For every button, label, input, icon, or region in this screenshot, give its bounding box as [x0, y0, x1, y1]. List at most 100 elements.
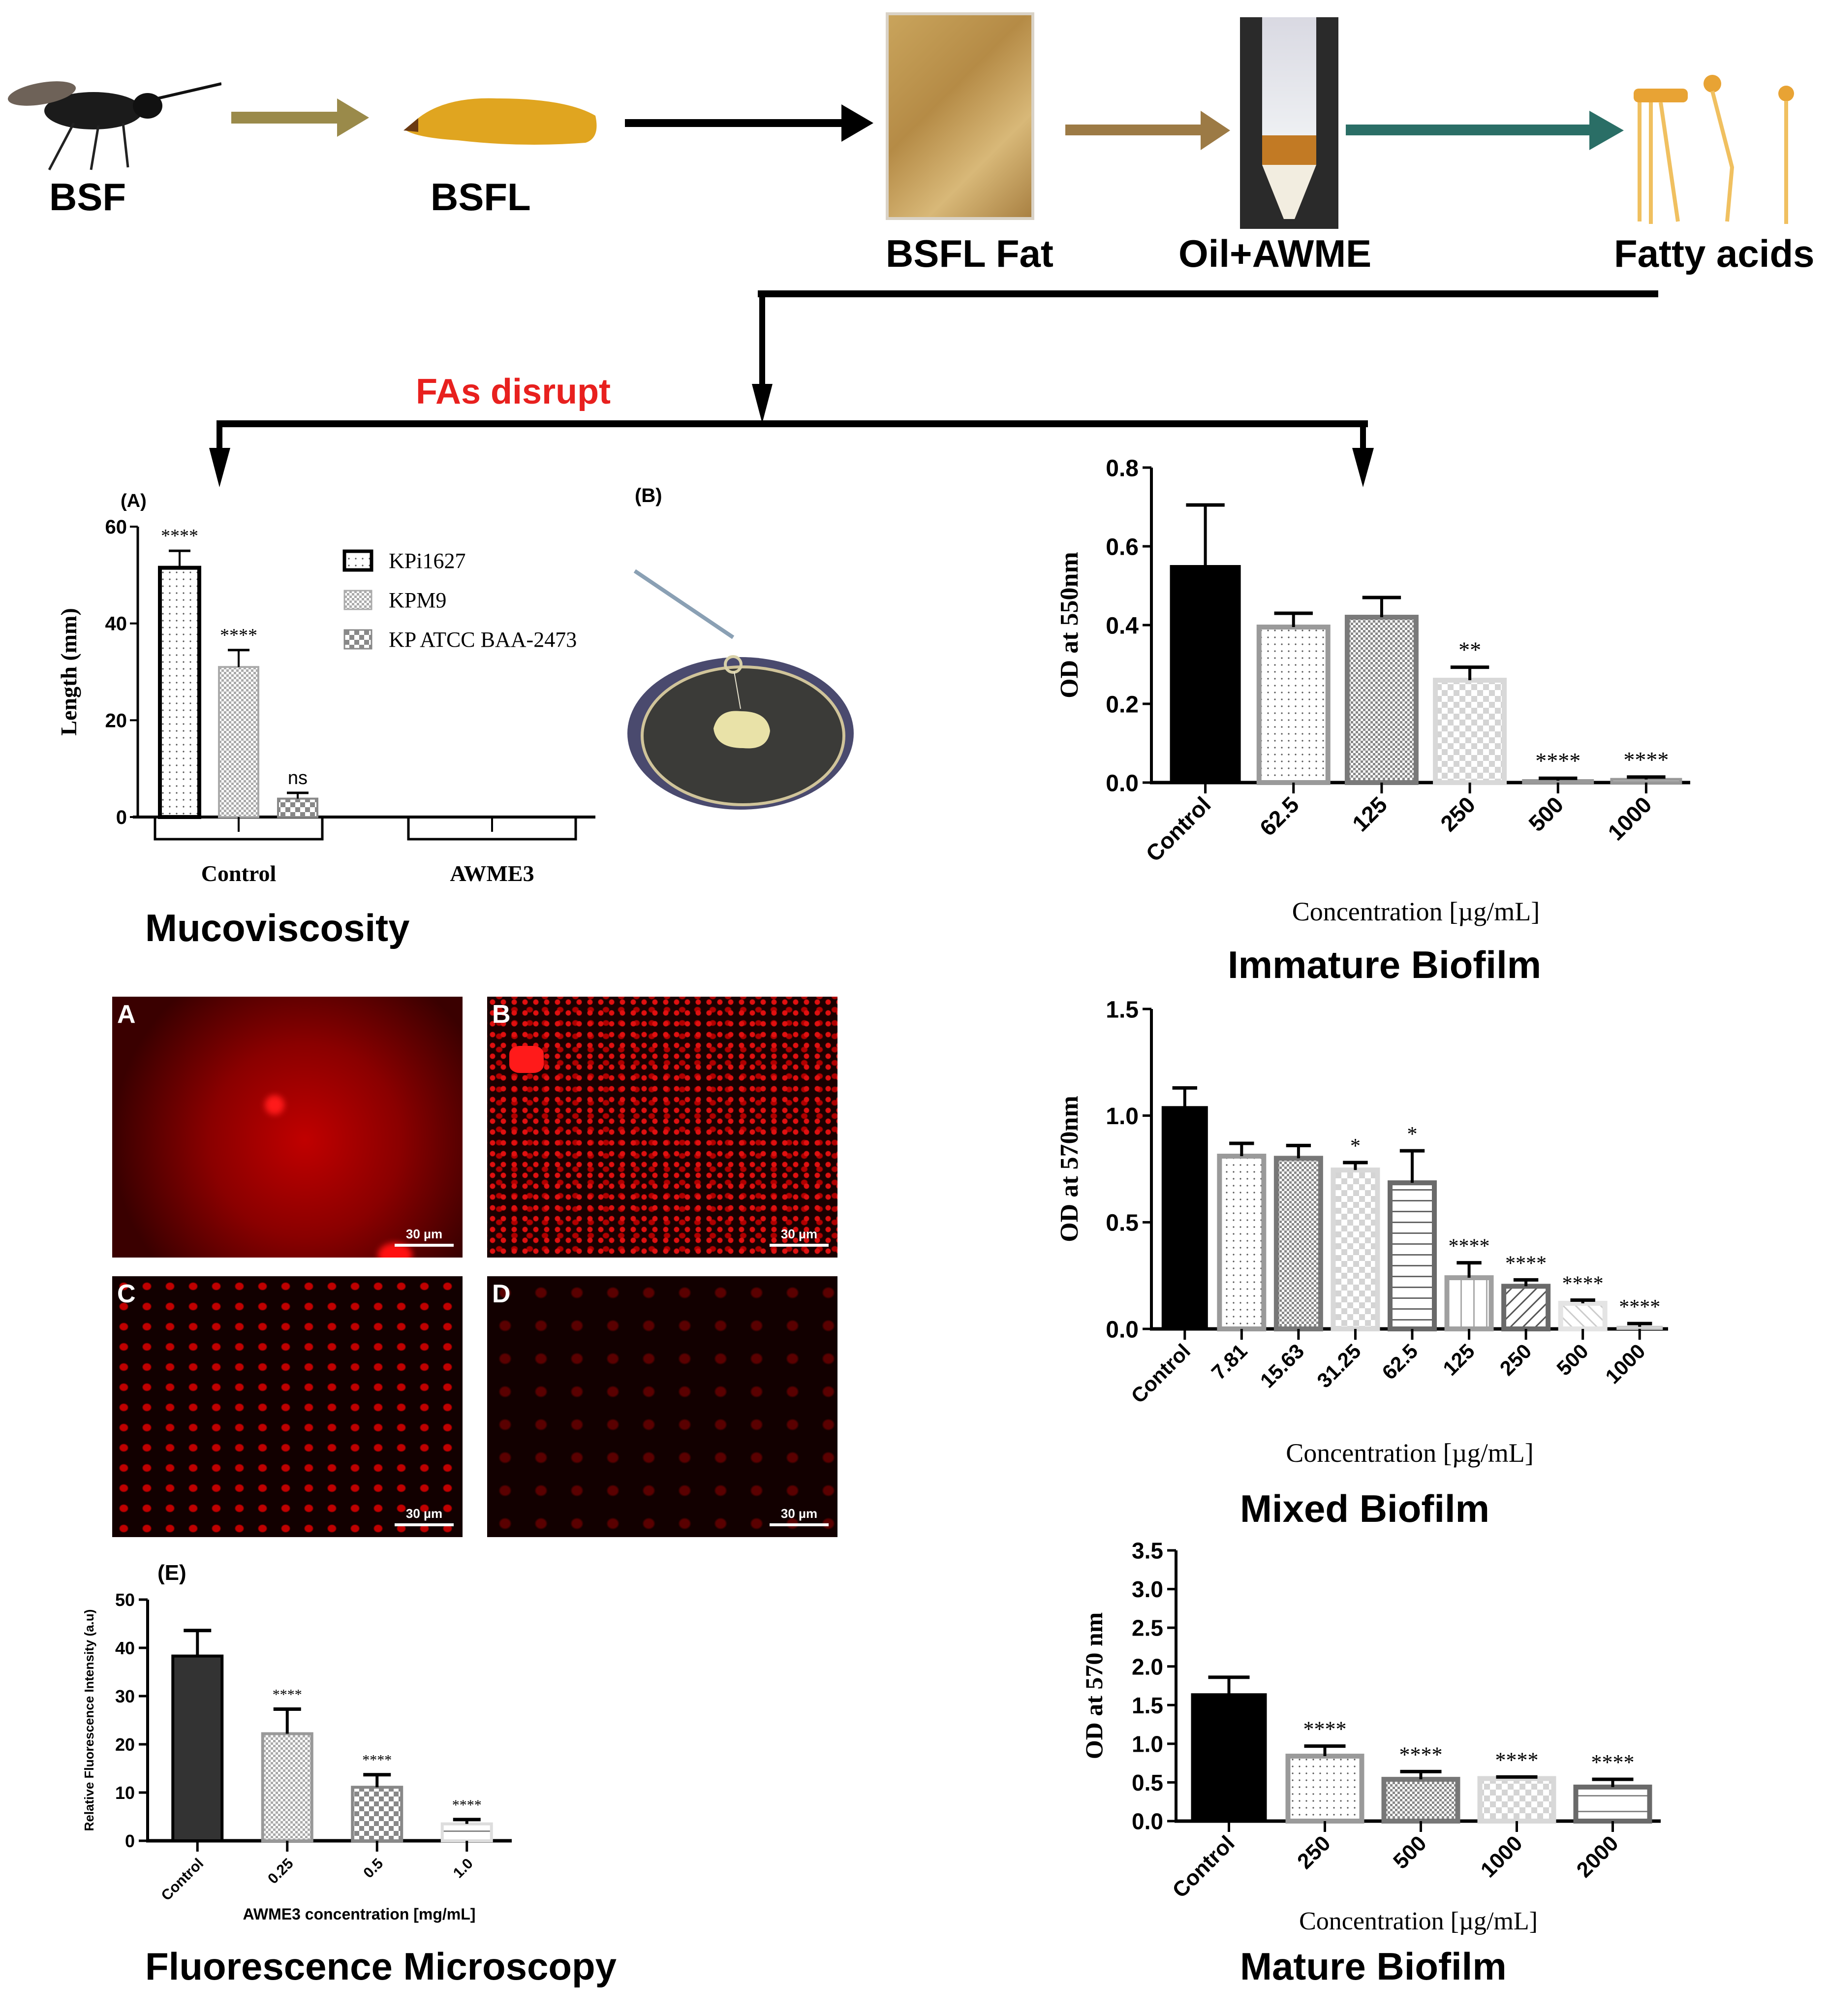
bar [277, 797, 318, 819]
x-tick-label: 31.25 [1312, 1339, 1365, 1392]
bar [1501, 1284, 1551, 1331]
y-tick-label: 40 [115, 1638, 135, 1658]
legend-label: KP ATCC BAA-2473 [389, 628, 577, 652]
bar [1444, 1275, 1494, 1331]
x-tick-label: 500 [1389, 1831, 1431, 1874]
arrow-3-icon [1065, 111, 1230, 150]
bar [1573, 1784, 1652, 1824]
bar [1616, 1325, 1663, 1330]
legend-label: KPi1627 [389, 549, 465, 573]
x-tick-label: 62.5 [1377, 1339, 1422, 1384]
x-tick-label: AWME3 [450, 861, 534, 886]
significance-label: ** [1458, 637, 1481, 662]
significance-label: ns [288, 768, 308, 788]
stage-label-fatty-acids: Fatty acids [1614, 232, 1815, 275]
bar [1477, 1776, 1556, 1824]
arrow-2-icon [625, 104, 873, 142]
significance-label: **** [362, 1752, 392, 1768]
bar [1256, 625, 1331, 785]
legend-swatch [342, 549, 373, 572]
significance-label: **** [1591, 1750, 1635, 1774]
micrograph-d: D 30 µm [487, 1276, 837, 1537]
micrograph-c: C 30 µm [112, 1276, 463, 1537]
x-tick-label: 2000 [1572, 1831, 1623, 1882]
y-tick-label: 0.5 [1132, 1770, 1163, 1796]
significance-label: **** [1562, 1273, 1604, 1295]
y-tick-label: 3.0 [1132, 1576, 1163, 1602]
legend-swatch [343, 629, 372, 650]
y-tick-label: 1.0 [1106, 1103, 1139, 1130]
scale-bar: 30 µm [770, 1227, 829, 1247]
x-tick-label: 1000 [1476, 1831, 1527, 1882]
x-tick-label: 7.81 [1207, 1339, 1252, 1384]
y-tick-label: 1.5 [1132, 1693, 1163, 1718]
y-tick-label: 0.2 [1106, 692, 1139, 718]
y-tick-label: 0.6 [1106, 534, 1139, 560]
section-title-mature: Mature Biofilm [1240, 1945, 1507, 1988]
bar [171, 1654, 224, 1842]
arrow-1-icon [231, 98, 369, 137]
fat-block-icon [886, 12, 1034, 220]
x-tick-label: 500 [1552, 1339, 1593, 1380]
x-tick-label: 250 [1435, 791, 1480, 836]
y-tick-label: 10 [115, 1783, 135, 1803]
group-bracket [154, 817, 324, 841]
bar [158, 566, 201, 819]
section-title-mixed: Mixed Biofilm [1240, 1487, 1490, 1530]
micrograph-label: C [117, 1280, 136, 1308]
micrograph-label: A [117, 1000, 136, 1029]
bar [1217, 1154, 1267, 1331]
y-tick-label: 2.5 [1132, 1615, 1163, 1641]
x-tick-label: Control [1168, 1831, 1239, 1902]
x-axis-label: Concentration [µg/mL] [1292, 897, 1540, 926]
stage-label-bsfl-fat: BSFL Fat [886, 232, 1053, 275]
significance-label: **** [452, 1797, 482, 1813]
significance-label: **** [1399, 1742, 1443, 1766]
significance-label: **** [161, 526, 198, 546]
scale-bar: 30 µm [395, 1506, 454, 1526]
bar [1558, 1301, 1608, 1331]
legend-swatch [343, 590, 372, 610]
y-tick-label: 0 [116, 807, 127, 828]
y-tick-label: 1.0 [1132, 1731, 1163, 1757]
bar [1388, 1180, 1437, 1331]
bar [1522, 779, 1594, 784]
stage-label-oil-awme: Oil+AWME [1178, 232, 1372, 275]
x-axis-label: Concentration [µg/mL] [1286, 1438, 1533, 1468]
scale-bar: 30 µm [395, 1227, 454, 1247]
x-tick-label: Control [1126, 1339, 1195, 1408]
significance-label: **** [1303, 1717, 1347, 1741]
micrograph-label: B [492, 1000, 511, 1029]
y-axis-label: OD at 570 nm [1083, 1612, 1108, 1760]
significance-label: **** [1623, 747, 1669, 772]
significance-label: **** [1619, 1296, 1660, 1319]
section-title-mucoviscosity: Mucoviscosity [145, 906, 410, 949]
panel-label: (A) [121, 491, 147, 511]
y-tick-label: 30 [115, 1686, 135, 1706]
stage-label-bsf: BSF [49, 175, 126, 219]
scale-bar: 30 µm [770, 1506, 829, 1526]
y-tick-label: 0 [125, 1831, 135, 1851]
string-test-photo [627, 569, 854, 810]
group-bracket [407, 817, 577, 841]
y-tick-label: 40 [105, 613, 127, 635]
significance-label: **** [1495, 1748, 1539, 1772]
panel-label-b: (B) [635, 485, 662, 506]
section-title-immature: Immature Biofilm [1228, 943, 1542, 986]
y-tick-label: 50 [115, 1590, 135, 1610]
bar [1610, 778, 1682, 784]
x-tick-label: 125 [1347, 791, 1392, 836]
bar [1381, 1777, 1460, 1824]
bar [1285, 1754, 1364, 1824]
y-tick-label: 60 [105, 516, 127, 538]
y-tick-label: 1.5 [1106, 997, 1139, 1023]
x-tick-label: 0.25 [265, 1856, 297, 1888]
scale-bar-label: 30 µm [405, 1227, 443, 1241]
y-axis-label: OD at 570nm [1058, 1096, 1084, 1242]
flow-connector [209, 290, 1658, 487]
x-tick-label: Control [201, 861, 277, 886]
bar [1161, 1106, 1208, 1330]
micrograph-a: A 30 µm [112, 997, 463, 1258]
